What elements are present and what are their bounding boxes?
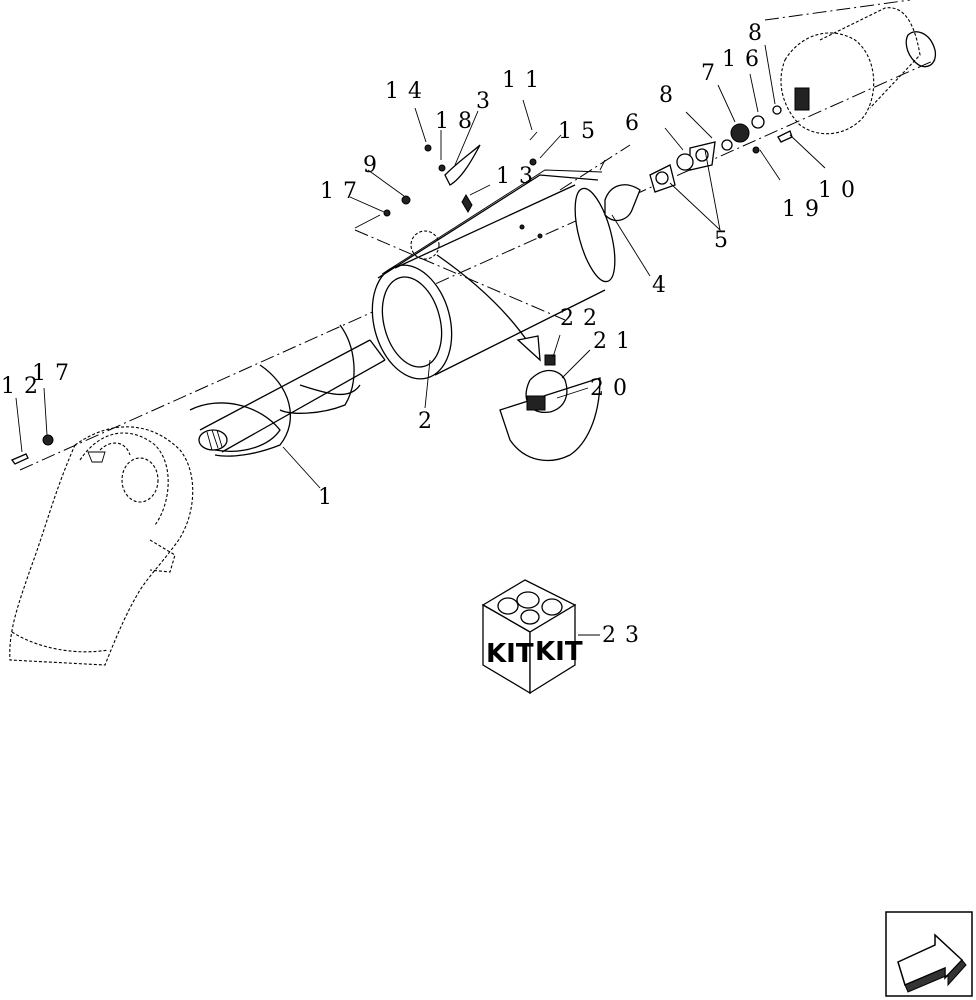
detail-arrow [436, 254, 531, 346]
assembly-centerline [19, 59, 936, 471]
callout-16: 16 [722, 47, 768, 72]
detail-arrowhead [516, 335, 541, 362]
callout-18: 18 [435, 109, 481, 134]
callout-7: 7 [701, 61, 724, 86]
kit-label-right: KIT [535, 637, 583, 667]
callout-4: 4 [652, 273, 675, 298]
callout-14: 14 [385, 79, 431, 104]
rear-gearbox-housing [780, 7, 937, 135]
callout-5: 5 [714, 228, 737, 253]
kit-label-left: KIT [486, 639, 534, 669]
leader-lines [15, 44, 826, 636]
callout-10: 10 [818, 178, 864, 203]
nut [752, 146, 760, 154]
sub-centerline [354, 229, 566, 321]
spout-elbow [9, 426, 194, 666]
callout-17-front: 17 [32, 361, 78, 386]
callout-12: 12 [1, 374, 47, 399]
callout-3: 3 [476, 89, 499, 114]
detail-circle [410, 230, 440, 260]
fasteners-front [10, 434, 54, 465]
arrow-icon [885, 911, 973, 997]
auger-screw [189, 324, 386, 457]
top-centerline [764, 0, 911, 21]
kit-box: KIT KIT [481, 579, 583, 695]
callout-9: 9 [363, 153, 386, 178]
bearing-housing [649, 141, 716, 193]
bolt [777, 130, 793, 143]
callout-13: 13 [496, 164, 542, 189]
callout-1: 1 [318, 485, 341, 510]
callout-20: 20 [590, 376, 636, 401]
drive-gear-assembly [721, 105, 782, 151]
callout-2: 2 [418, 409, 441, 434]
callout-19: 19 [782, 197, 828, 222]
callout-8-lower: 8 [659, 83, 682, 108]
callout-labels: 1 2 3 4 5 6 7 8 8 9 10 11 12 13 14 15 16… [1, 21, 864, 648]
auger-tube [371, 159, 616, 380]
tube-centerline [559, 144, 631, 191]
callout-21: 21 [593, 329, 639, 354]
callout-11: 11 [502, 68, 548, 93]
detail-view-clamp [499, 354, 601, 462]
callout-22: 22 [560, 306, 606, 331]
callout-23: 23 [602, 623, 648, 648]
callout-8-upper: 8 [748, 21, 771, 46]
fasteners-left [354, 131, 538, 229]
callout-17-rear: 17 [320, 179, 366, 204]
callout-6: 6 [625, 111, 648, 136]
callout-15: 15 [558, 119, 604, 144]
flange-plate [604, 184, 641, 222]
